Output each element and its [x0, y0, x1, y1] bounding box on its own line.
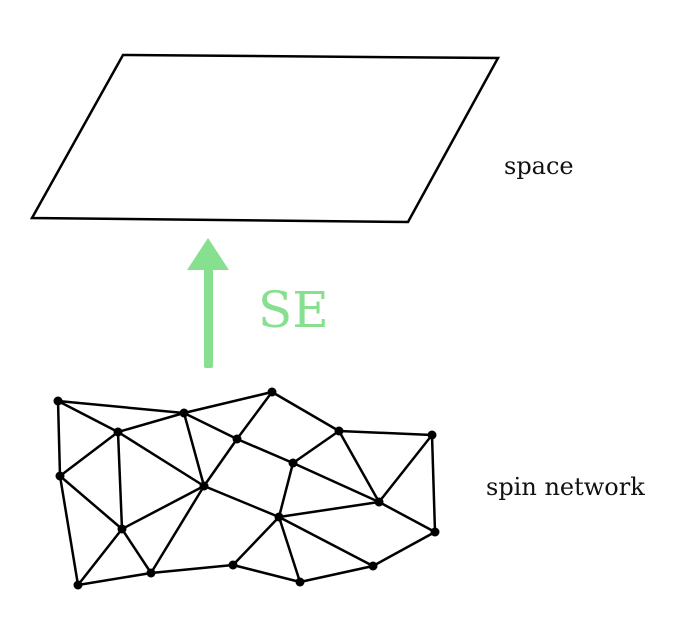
network-node [295, 577, 305, 587]
network-edge [58, 474, 124, 531]
network-node [430, 527, 440, 537]
network-edge [377, 433, 434, 504]
spin-network [53, 387, 440, 590]
network-edge [235, 390, 274, 441]
network-node [288, 458, 298, 468]
network-edge [116, 430, 124, 531]
arrow-shaft [204, 266, 213, 368]
network-edge [291, 429, 341, 465]
spin-network-label: spin network [486, 473, 645, 501]
network-node [228, 560, 238, 570]
network-edge [231, 515, 281, 567]
network-node [117, 524, 127, 534]
network-edge [377, 500, 437, 534]
network-edge [56, 399, 62, 478]
network-edge [430, 433, 437, 534]
network-edge [231, 563, 302, 584]
network-node [179, 408, 189, 418]
network-edge [58, 430, 120, 478]
network-edge [182, 390, 274, 415]
network-edge [371, 530, 437, 568]
network-edge [291, 461, 381, 504]
network-node [374, 497, 384, 507]
network-edge [120, 527, 153, 575]
up-arrow-icon [187, 238, 229, 368]
network-edge [235, 437, 295, 465]
network-edge [76, 527, 124, 587]
network-node [427, 430, 437, 440]
network-node [73, 580, 83, 590]
network-node [55, 471, 65, 481]
network-edge [337, 429, 434, 437]
network-edge [56, 399, 186, 415]
network-edge [277, 500, 381, 519]
network-edge [116, 411, 186, 434]
arrow-head [187, 238, 229, 270]
network-node [232, 434, 242, 444]
network-edges [56, 390, 437, 587]
space-label: space [504, 152, 574, 180]
network-edge [56, 399, 120, 434]
network-node [199, 481, 209, 491]
network-edge [76, 571, 153, 587]
network-edge [182, 411, 206, 488]
space-plane [29, 53, 501, 224]
network-node [146, 568, 156, 578]
network-node [368, 561, 378, 571]
network-edge [270, 390, 341, 433]
network-node [267, 387, 277, 397]
network-node [334, 426, 344, 436]
network-node [53, 396, 63, 406]
network-edge [277, 461, 295, 519]
network-edge [182, 411, 239, 441]
se-label: SE [258, 281, 329, 339]
network-edge [58, 474, 80, 587]
network-node [113, 427, 123, 437]
network-edge [149, 484, 206, 575]
network-edge [202, 484, 281, 519]
network-edge [277, 515, 375, 568]
network-edge [337, 429, 381, 504]
network-edge [149, 563, 235, 575]
network-edge [202, 437, 239, 488]
network-edge [116, 430, 206, 488]
network-edge [120, 484, 206, 531]
network-node [274, 512, 284, 522]
network-edge [277, 515, 302, 584]
network-nodes [53, 387, 440, 590]
network-edge [298, 564, 375, 584]
